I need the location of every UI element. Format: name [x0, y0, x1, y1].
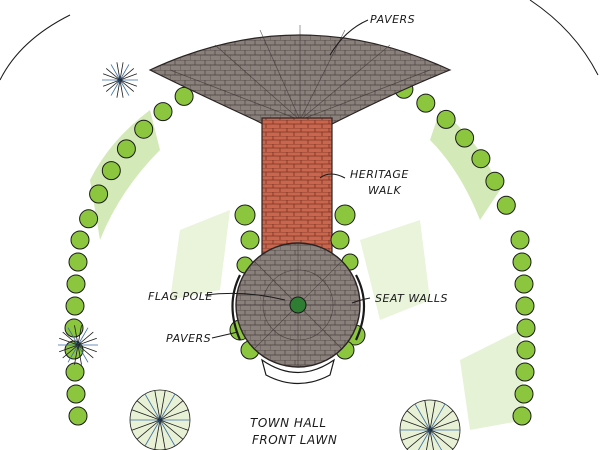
plaza-radials [236, 243, 360, 367]
lawn-shading [90, 110, 525, 430]
hedge-shrub [153, 102, 173, 122]
leader-lines [204, 19, 371, 339]
tree-right-bottom [399, 399, 461, 450]
hedge-shrub [66, 274, 86, 294]
hedge-shrub [455, 128, 475, 148]
flag-pole-base [289, 296, 307, 314]
hedge-shrub [68, 406, 88, 426]
label-walk: WALK [368, 184, 401, 197]
label-town-hall: TOWN HALL [250, 416, 327, 430]
hedge-shrub [68, 252, 88, 272]
hedge-shrub [134, 119, 154, 139]
label-seat-walls: SEAT WALLS [375, 292, 448, 305]
hedge-shrub [485, 171, 505, 191]
label-pavers-top: PAVERS [370, 13, 415, 26]
hedge-shrub [516, 318, 536, 338]
heritage-walk-brick-path [261, 117, 333, 259]
hedge-shrub [436, 109, 456, 129]
hedge-shrub [516, 340, 536, 360]
tree-left-bottom [129, 389, 191, 450]
tree-left-mid [58, 325, 98, 365]
hedge-shrub [70, 230, 90, 250]
tree-left-top [102, 62, 138, 98]
hedge-shrub [174, 86, 194, 106]
hedge-shrub [515, 296, 535, 316]
corner-arc-left [0, 14, 71, 81]
hedge-shrub [64, 318, 84, 338]
hedge-shrub [515, 362, 535, 382]
hedge-shrub [66, 384, 86, 404]
hedge-shrub [471, 149, 491, 169]
label-pavers-bottom: PAVERS [166, 332, 211, 345]
hedge-shrub [116, 139, 136, 159]
hedge-shrub [416, 93, 436, 113]
label-heritage: HERITAGE [350, 168, 409, 181]
hedge-shrub [510, 230, 530, 250]
hedge-shrub [101, 161, 121, 181]
seat-wall-bottom [260, 358, 336, 384]
hedge-shrub [512, 252, 532, 272]
hedge-shrub [512, 406, 532, 426]
seat-wall-left [231, 274, 242, 341]
corner-arc-right [529, 0, 599, 76]
seat-wall-right [354, 274, 366, 341]
hedge-shrub [65, 362, 85, 382]
hedge-shrub [514, 384, 534, 404]
hedge-shrub [79, 209, 99, 229]
hedge-shrub [65, 296, 85, 316]
hedge-shrub [514, 274, 534, 294]
hedge-shrub [496, 195, 516, 215]
label-front-lawn: FRONT LAWN [252, 433, 337, 447]
hedge-shrub [89, 184, 109, 204]
label-flag-pole: FLAG POLE [148, 290, 213, 303]
paver-fan-radials [169, 25, 431, 121]
